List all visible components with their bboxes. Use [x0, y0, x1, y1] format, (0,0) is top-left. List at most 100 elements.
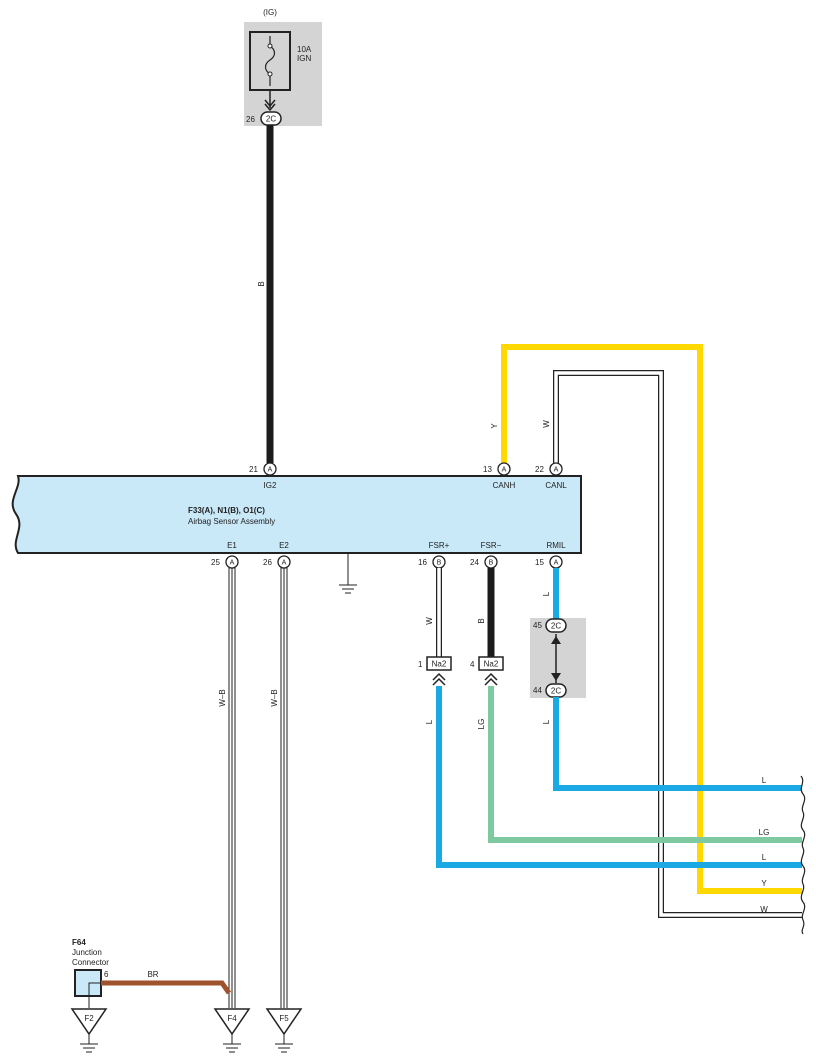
- wire-e1-white-black: [228, 568, 236, 1008]
- wire-e2-white-black: [280, 568, 288, 1008]
- ecu-pin-rmil-number: 15: [535, 558, 544, 567]
- ground-f2: F2: [70, 1008, 108, 1053]
- ecu-pin-fsr-plus-number: 16: [418, 558, 427, 567]
- ecu-pin-e2-label: E2: [279, 541, 289, 550]
- fuse-circuit-label: (IG): [263, 8, 277, 17]
- ecu-pin-rmil-label: RMIL: [546, 541, 566, 550]
- inline-connector-4-name: Na2: [484, 660, 499, 669]
- ground-f5: F5: [265, 1008, 303, 1053]
- inline-connector-4-box: [478, 656, 504, 671]
- ecu-pin-fsr-minus-label: FSR−: [481, 541, 502, 550]
- junction-2c-down-arrow-icon: [551, 673, 561, 681]
- junction-connector-internal-link: [88, 982, 101, 1008]
- ecu-pin-ig2-label: IG2: [264, 481, 277, 490]
- ecu-pin-e2-connector-label: A: [282, 560, 287, 567]
- ground-f4-label: F4: [227, 1014, 237, 1023]
- ecu-pin-ig2-number: 21: [249, 465, 258, 474]
- exit-label-canh: Y: [761, 879, 767, 888]
- wire-canh-yellow: [501, 344, 802, 894]
- inline-connector-4-number: 4: [470, 660, 475, 669]
- wire-break-mark-icon: [800, 775, 806, 935]
- wire-e2-color-label: W–B: [270, 689, 279, 706]
- junction-2c-up-arrow-icon: [551, 636, 561, 644]
- ground-f4-symbol-icon: [223, 1034, 241, 1053]
- ecu-pin-canl-connector: [549, 462, 563, 476]
- wire-fsr-plus-upper-label: W: [425, 617, 434, 625]
- ecu-pin-e1-label: E1: [227, 541, 237, 550]
- exit-label-canl: W: [760, 905, 768, 914]
- case-ground-icon: [339, 553, 357, 594]
- wire-fsr-minus-lower-green: [488, 686, 802, 843]
- fuse-rating: 10A: [297, 45, 312, 54]
- exit-label-fsr-plus: L: [762, 853, 767, 862]
- ground-f4: F4: [213, 1008, 251, 1053]
- junction-2c-44-number: 44: [533, 686, 542, 695]
- wire-fsr-minus-upper-label: B: [477, 618, 486, 623]
- ecu-pin-fsr-plus-label: FSR+: [429, 541, 450, 550]
- ground-f5-triangle-icon: [265, 1008, 303, 1036]
- ground-f2-triangle-icon: [70, 1008, 108, 1036]
- fuse-terminal-bottom: [267, 71, 273, 77]
- ecu-pin-canh-connector: [497, 462, 511, 476]
- ecu-pin-canh-number: 13: [483, 465, 492, 474]
- ecu-pin-ig2-connector-label: A: [268, 467, 273, 474]
- ground-f4-triangle-icon: [213, 1008, 251, 1036]
- wire-e1-color-label: W–B: [218, 689, 227, 706]
- ecu-pin-fsr-minus-number: 24: [470, 558, 479, 567]
- inline-connector-1-number: 1: [418, 660, 423, 669]
- inline-connector-1-name: Na2: [432, 660, 447, 669]
- ground-f5-symbol-icon: [275, 1034, 293, 1053]
- exit-label-fsr-minus: LG: [759, 828, 770, 837]
- fuse-pin-number: 26: [246, 115, 255, 124]
- ecu-pin-fsr-minus-connector-label: B: [489, 560, 494, 567]
- wire-ig-color-label: B: [257, 281, 266, 286]
- fuse-pin-connector-label: 2C: [266, 115, 276, 124]
- fuse-block-background: [244, 22, 322, 126]
- junction-2c-45-connector: [545, 618, 567, 633]
- ecu-pin-canh-connector-label: A: [502, 467, 507, 474]
- wire-rmil-upper-label: L: [542, 591, 551, 596]
- ecu-pin-e1-number: 25: [211, 558, 220, 567]
- wire-fsr-minus-lower-label: LG: [477, 719, 486, 730]
- junction-2c-45-number: 45: [533, 621, 542, 630]
- ecu-pin-canl-number: 22: [535, 465, 544, 474]
- wire-rmil-lower-blue: [553, 697, 802, 791]
- ecu-pin-e1-connector-label: A: [230, 560, 235, 567]
- wire-fsr-plus-lower-blue: [436, 686, 802, 868]
- inline-connector-1-box: [426, 656, 452, 671]
- junction-2c-44-label: 2C: [551, 687, 561, 696]
- ecu-pin-canl-label: CANL: [545, 481, 567, 490]
- junction-connector-id: F64: [72, 938, 86, 947]
- fuse-arrow-icon: [264, 99, 276, 112]
- fuse-name: IGN: [297, 54, 311, 63]
- ground-f2-label: F2: [84, 1014, 94, 1023]
- wire-br-brown: [101, 980, 232, 995]
- ecu-pin-rmil-connector-label: A: [554, 560, 559, 567]
- wire-rmil-lower-label: L: [542, 719, 551, 724]
- ecu-pin-fsr-plus-connector-label: B: [437, 560, 442, 567]
- wire-canl-color-label: W: [542, 420, 551, 428]
- fuse-element-icon: [264, 36, 276, 86]
- junction-connector-pin: 6: [104, 970, 109, 979]
- ground-f2-symbol-icon: [80, 1034, 98, 1053]
- ecu-pin-canl-connector-label: A: [554, 467, 559, 474]
- inline-connector-1-arrow-icon: [432, 672, 446, 686]
- wire-br-color-label: BR: [147, 970, 158, 979]
- ecu-pin-ig2-connector: [263, 462, 277, 476]
- junction-connector-line2: Connector: [72, 958, 109, 967]
- exit-label-rmil: L: [762, 776, 767, 785]
- ecu-title: F33(A), N1(B), O1(C): [188, 506, 265, 515]
- ecu-box: [11, 475, 582, 554]
- wire-canl-white-inner: [554, 371, 802, 917]
- ecu-pin-canh-label: CANH: [493, 481, 516, 490]
- ecu-subtitle: Airbag Sensor Assembly: [188, 517, 275, 526]
- ecu-pin-e2-number: 26: [263, 558, 272, 567]
- inline-connector-4-arrow-icon: [484, 672, 498, 686]
- fuse-terminal-top: [267, 43, 273, 49]
- wire-canh-color-label: Y: [490, 423, 499, 429]
- junction-connector-line1: Junction: [72, 948, 102, 957]
- wire-fsr-plus-lower-label: L: [425, 719, 434, 724]
- junction-2c-45-label: 2C: [551, 622, 561, 631]
- ground-f5-label: F5: [279, 1014, 289, 1023]
